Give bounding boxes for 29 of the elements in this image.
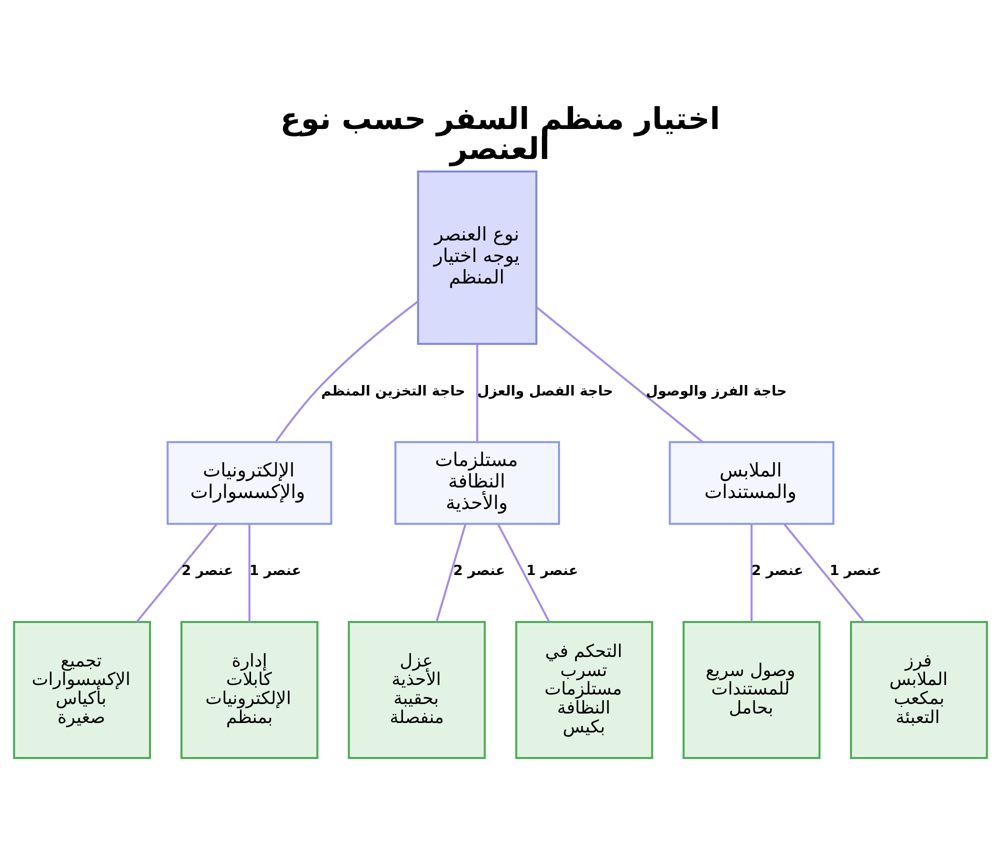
node-box: فرز الملابس بمكعب التعبئة [849,621,988,759]
edge-label: حاجة التخزين المنظم [320,383,465,400]
edge-label: حاجة الفرز والوصول [645,383,786,400]
edge-label: عنصر 2 [751,563,803,580]
connector [135,524,218,623]
node-box: تجميع الإكسسوارات بأكياس صغيرة [12,621,151,759]
edge-label: حاجة الفصل والعزل [476,383,613,400]
node-box: إدارة كابلات الإلكترونيات بمنظم [180,621,318,759]
connector [274,300,418,443]
edge-label: عنصر 1 [248,563,301,580]
node-box: الملابس والمستندات [668,441,834,525]
edge-label: عنصر 2 [180,563,233,580]
node-box: وصول سريع للمستندات بحامل [682,621,820,759]
connector [476,344,478,442]
connector [535,306,703,443]
connector [782,524,865,623]
connector [435,524,466,622]
edge-label: عنصر 1 [526,563,578,580]
diagram-title: اختيار منظم السفر حسب نوع العنصر [280,102,720,168]
connector [248,524,250,622]
node-box: نوع العنصر يوجه اختيار المنظم [416,170,537,345]
connector [750,524,752,622]
node-box: مستلزمات النظافة والأحذية [394,441,560,525]
node-box: الإلكترونيات والإكسسوارات [166,441,332,525]
connector [496,524,550,622]
edge-label: عنصر 1 [829,563,881,580]
edge-label: عنصر 2 [452,563,505,580]
node-box: عزل الأحذية بحقيبة منفصلة [347,621,486,759]
node-box: التحكم في تسرب مستلزمات النظافة بكيس [514,621,653,759]
